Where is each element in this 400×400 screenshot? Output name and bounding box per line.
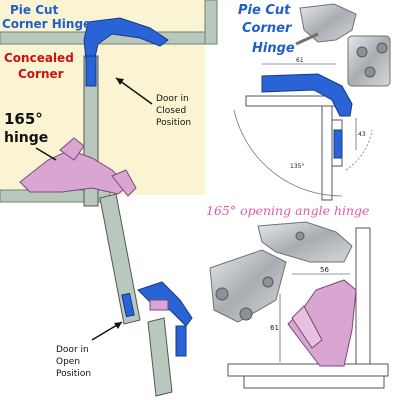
br-cabinet-bottom <box>227 363 389 377</box>
hinge165-arrow <box>35 147 57 161</box>
br-door <box>243 375 385 389</box>
open-door-upper <box>99 193 141 325</box>
tr-title-line1: Pie Cut <box>238 3 291 18</box>
br-dim-height-label: 61 <box>270 324 279 332</box>
top-right-blue-hinge <box>261 73 353 117</box>
closed-door-label-line1: Door in <box>156 94 189 104</box>
pie-cut-hinge-plate <box>85 55 97 87</box>
closed-door-arrowhead <box>116 78 124 85</box>
closed-door-label-line3: Position <box>156 118 191 128</box>
br-pink-arm <box>291 305 323 349</box>
open-door-label-line1: Door in <box>56 345 89 355</box>
tr-title-line2: Corner <box>242 21 293 36</box>
dim-angle-label: 135° <box>290 163 304 170</box>
tr-title-line3: Hinge <box>252 41 295 56</box>
closed-door-arrow <box>115 77 153 105</box>
br-dim-width-label: 56 <box>320 266 329 274</box>
pie-cut-title-line2: Corner Hinge <box>2 17 91 31</box>
left-panel: Pie Cut Corner Hinge Concealed Corner 16… <box>0 0 218 397</box>
top-right-blue-plate <box>333 129 343 159</box>
open-door-label-line2: Open <box>56 357 80 367</box>
closed-door-label-line2: Closed <box>156 106 186 116</box>
br-title: 165° opening angle hinge <box>206 203 369 218</box>
open-door-lower-hinge-2 <box>149 299 169 311</box>
open-door-label-line3: Position <box>56 369 91 379</box>
open-door-lower-hinge <box>175 325 187 357</box>
opening-angle-arc-2 <box>345 129 373 171</box>
hinge165-label-line1: 165° <box>4 110 43 128</box>
open-door-hinge-plate <box>121 292 135 318</box>
top-right-cabinet-side <box>321 105 333 201</box>
opening-angle-arc <box>233 109 343 197</box>
open-door-arrowhead <box>114 322 122 329</box>
dim-height-label: 43 <box>358 131 366 138</box>
hinge165-label-line2: hinge <box>4 130 48 146</box>
bottom-right-panel: 165° opening angle hinge 56 61 <box>206 203 389 389</box>
open-door-lower <box>147 317 173 397</box>
concealed-corner-line2: Corner <box>18 67 64 81</box>
br-cabinet-side <box>355 227 371 379</box>
dim-width-label: 61 <box>296 57 304 64</box>
top-right-panel: 61 43 135° Pie Cut Corner Hinge <box>233 3 391 201</box>
cabinet-right-wall <box>204 0 218 45</box>
br-metal-hinge-photo <box>209 221 353 323</box>
pie-cut-title-line1: Pie Cut <box>10 3 59 17</box>
lower-pink-mechanism <box>111 169 137 197</box>
hinge-165-arm <box>59 137 85 161</box>
pie-cut-hinge-photo <box>295 3 391 87</box>
concealed-corner-line1: Concealed <box>4 51 74 65</box>
